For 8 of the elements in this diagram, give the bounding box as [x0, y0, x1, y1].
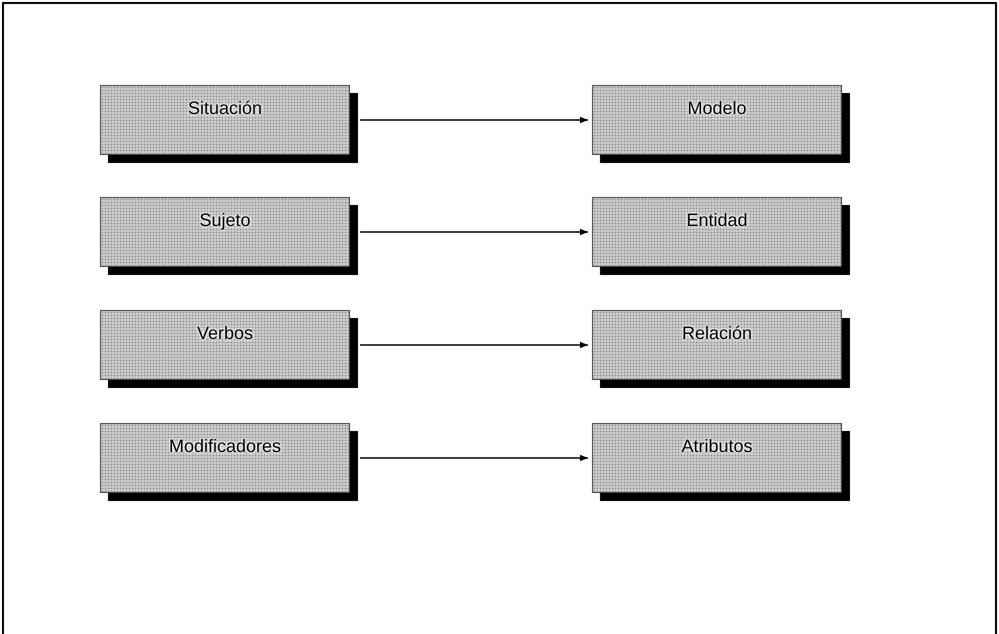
- box-label: Verbos: [196, 323, 254, 344]
- box-label: Sujeto: [198, 210, 252, 231]
- box-label: Atributos: [680, 436, 754, 457]
- box-label: Modelo: [686, 98, 748, 119]
- box-label: Modificadores: [168, 436, 282, 457]
- box-label: Relación: [680, 323, 754, 344]
- box-label: Situación: [186, 98, 264, 119]
- box-label: Entidad: [685, 210, 749, 231]
